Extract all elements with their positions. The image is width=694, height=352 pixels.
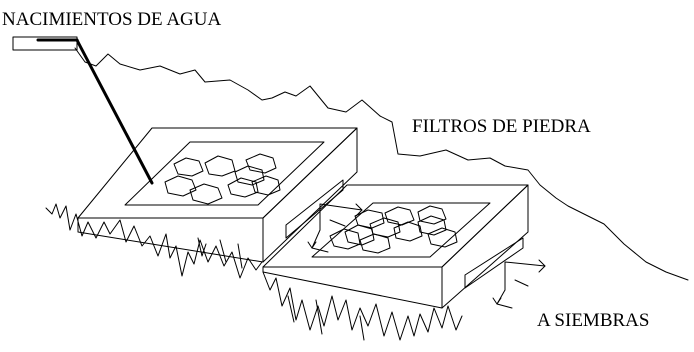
water-source-tank (12, 36, 78, 51)
label-stone-filters: FILTROS DE PIEDRA (412, 116, 591, 137)
stones-filter-2 (329, 205, 458, 254)
outlet-slot-filter-2 (464, 237, 524, 289)
roots-extra (197, 237, 365, 341)
flow-arrows-filter-1 (307, 203, 363, 253)
roots-filter-2 (262, 271, 463, 341)
stone-filter-2 (262, 184, 529, 309)
stones-filter-1 (164, 153, 281, 205)
terrain-outline (74, 47, 689, 281)
outlet-slot-filter-1 (285, 179, 344, 239)
roots-filter-1 (45, 203, 263, 279)
stone-filter-1 (77, 127, 358, 263)
water-pipe (75, 38, 154, 185)
label-to-crops: A SIEMBRAS (537, 310, 650, 331)
flow-arrows-filter-2 (492, 259, 546, 309)
label-water-source: NACIMIENTOS DE AGUA (2, 9, 222, 30)
